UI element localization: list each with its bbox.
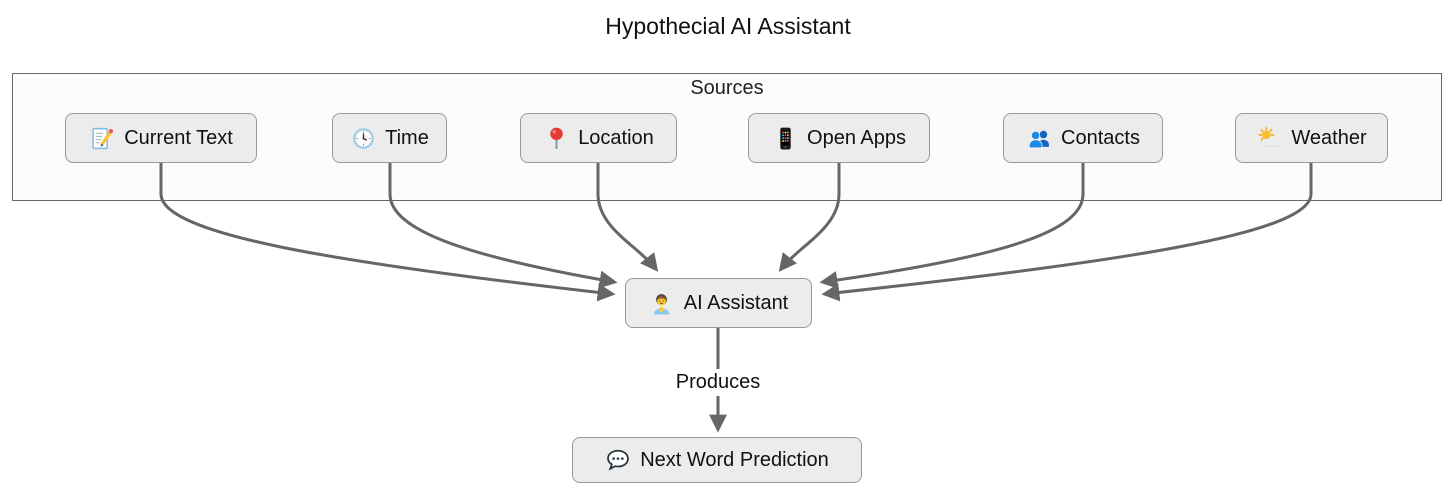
source-node-contacts: Contacts	[1003, 113, 1163, 163]
pushpin-icon	[543, 125, 569, 151]
node-label: Location	[578, 126, 654, 149]
node-label: Next Word Prediction	[640, 448, 829, 471]
source-node-time: Time	[332, 113, 447, 163]
node-label: Time	[385, 126, 429, 149]
clock-icon	[350, 125, 376, 151]
sources-cluster-label: Sources	[690, 77, 764, 99]
source-node-location: Location	[520, 113, 677, 163]
person-icon	[649, 290, 675, 316]
source-node-open-apps: Open Apps	[748, 113, 930, 163]
output-node-next-word-prediction: Next Word Prediction	[572, 437, 862, 483]
mobile-phone-icon	[772, 125, 798, 151]
source-node-current-text: Current Text	[65, 113, 257, 163]
busts-icon	[1026, 125, 1052, 151]
node-label: Current Text	[124, 126, 233, 149]
diagram-title: Hypothecial AI Assistant	[605, 13, 851, 39]
edge-label-produces: Produces	[667, 369, 769, 396]
ai-assistant-node: AI Assistant	[625, 278, 812, 328]
memo-icon	[89, 125, 115, 151]
source-node-weather: Weather	[1235, 113, 1388, 163]
speech-balloon-icon	[605, 447, 631, 473]
node-label: Weather	[1291, 126, 1367, 149]
node-label: AI Assistant	[683, 291, 789, 314]
node-label: Contacts	[1061, 126, 1140, 149]
sun-behind-cloud-icon	[1256, 125, 1282, 151]
node-label: Open Apps	[807, 126, 906, 149]
